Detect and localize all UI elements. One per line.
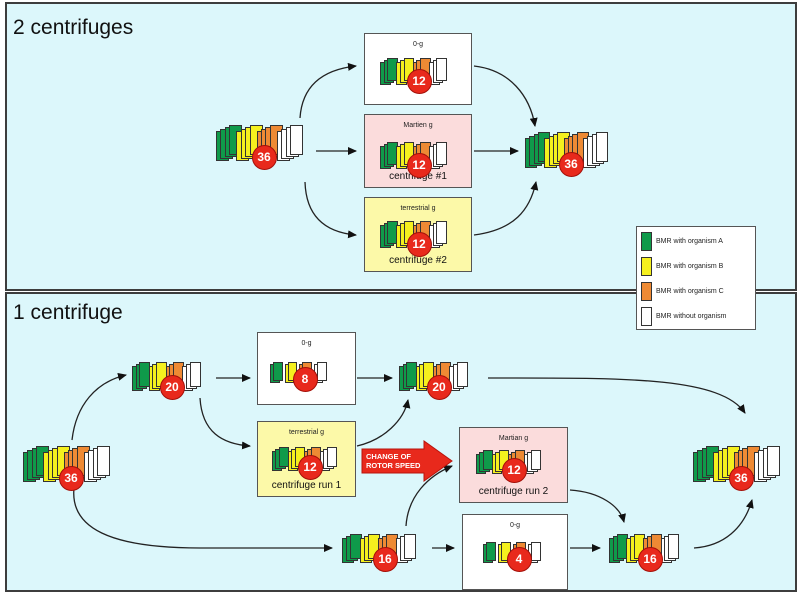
- stack-bot-upper: 20: [130, 355, 214, 400]
- count-badge: 12: [406, 68, 432, 94]
- bmr-card: [668, 534, 680, 559]
- panel-title-two-centrifuges: 2 centrifuges: [13, 16, 134, 39]
- legend-swatch: [641, 281, 652, 301]
- stack-top-start: 36: [214, 117, 314, 170]
- count-badge: 20: [159, 374, 185, 400]
- bmr-card: [486, 542, 497, 561]
- stack-bot-0g-b: 4: [481, 537, 557, 572]
- legend-swatch: [641, 256, 652, 276]
- count-badge: 4: [506, 546, 532, 572]
- bmr-card: [97, 446, 111, 476]
- count-badge: 12: [501, 457, 527, 483]
- condition-label: Martien g: [403, 122, 433, 129]
- stack-bot-after-0g-b: 16: [607, 527, 693, 572]
- condition-label: 0-g: [301, 340, 312, 347]
- bmr-card: [595, 132, 609, 162]
- legend-item-organism-b: BMR with organism B: [641, 256, 723, 276]
- count-badge: 36: [558, 151, 584, 177]
- centrifuge-label: centrifuge #2: [389, 255, 447, 266]
- stack-top-martian: 12: [378, 136, 460, 178]
- stack-bot-end: 36: [691, 438, 791, 491]
- condition-label: Martian g: [498, 435, 529, 442]
- legend-item-without-organism: BMR without organism: [641, 306, 726, 326]
- bmr-card: [456, 362, 468, 387]
- stack-bot-lower: 16: [340, 527, 430, 572]
- legend-swatch: [641, 231, 652, 251]
- bmr-card: [273, 362, 283, 381]
- bmr-card: [404, 534, 416, 559]
- bmr-card: [290, 125, 304, 155]
- bmr-card: [436, 142, 447, 165]
- bmr-card: [326, 447, 338, 467]
- legend-label: BMR without organism: [656, 312, 727, 320]
- count-badge: 8: [292, 366, 318, 392]
- stack-top-terrestrial: 12: [378, 215, 460, 257]
- panel-title-one-centrifuge: 1 centrifuge: [13, 301, 123, 324]
- count-badge: 12: [406, 231, 432, 257]
- count-badge: 16: [637, 546, 663, 572]
- stack-bot-terrestrial: 12: [270, 443, 350, 480]
- legend-swatch: [641, 306, 652, 326]
- condition-label: 0-g: [509, 522, 521, 529]
- count-badge: 16: [372, 546, 398, 572]
- count-badge: 36: [728, 465, 754, 491]
- rotor-speed-label: CHANGE OF ROTOR SPEED: [366, 452, 420, 470]
- bmr-card: [531, 542, 542, 561]
- stack-bot-martian: 12: [474, 446, 554, 483]
- count-badge: 36: [58, 465, 84, 491]
- legend-label: BMR with organism A: [656, 237, 723, 245]
- legend-label: BMR with organism B: [656, 262, 724, 270]
- stack-bot-start: 36: [21, 438, 121, 491]
- centrifuge-label: centrifuge run 2: [478, 486, 549, 497]
- legend-item-organism-c: BMR with organism C: [641, 281, 724, 301]
- legend: BMR with organism A BMR with organism B …: [636, 226, 756, 330]
- rotor-speed-line-1: CHANGE OF: [366, 452, 411, 461]
- condition-label: 0-g: [412, 41, 424, 48]
- stack-bot-after-0g: 20: [397, 355, 481, 400]
- bmr-card: [436, 58, 447, 81]
- centrifuge-label: centrifuge run 1: [271, 480, 342, 491]
- bmr-card: [189, 362, 201, 387]
- count-badge: 20: [426, 374, 452, 400]
- bmr-card: [767, 446, 781, 476]
- count-badge: 36: [251, 144, 277, 170]
- stack-top-end: 36: [523, 124, 619, 177]
- condition-label: terrestrial g: [288, 429, 324, 436]
- count-badge: 12: [297, 454, 323, 480]
- stack-top-0g: 12: [378, 52, 460, 94]
- bmr-card: [530, 450, 542, 470]
- condition-label: terrestrial g: [400, 205, 436, 212]
- bmr-card: [436, 221, 447, 244]
- stack-bot-0g-a: 8: [268, 357, 342, 392]
- legend-item-organism-a: BMR with organism A: [641, 231, 723, 251]
- bmr-card: [316, 362, 327, 381]
- rotor-speed-line-2: ROTOR SPEED: [366, 461, 421, 470]
- count-badge: 12: [406, 152, 432, 178]
- legend-label: BMR with organism C: [656, 287, 724, 295]
